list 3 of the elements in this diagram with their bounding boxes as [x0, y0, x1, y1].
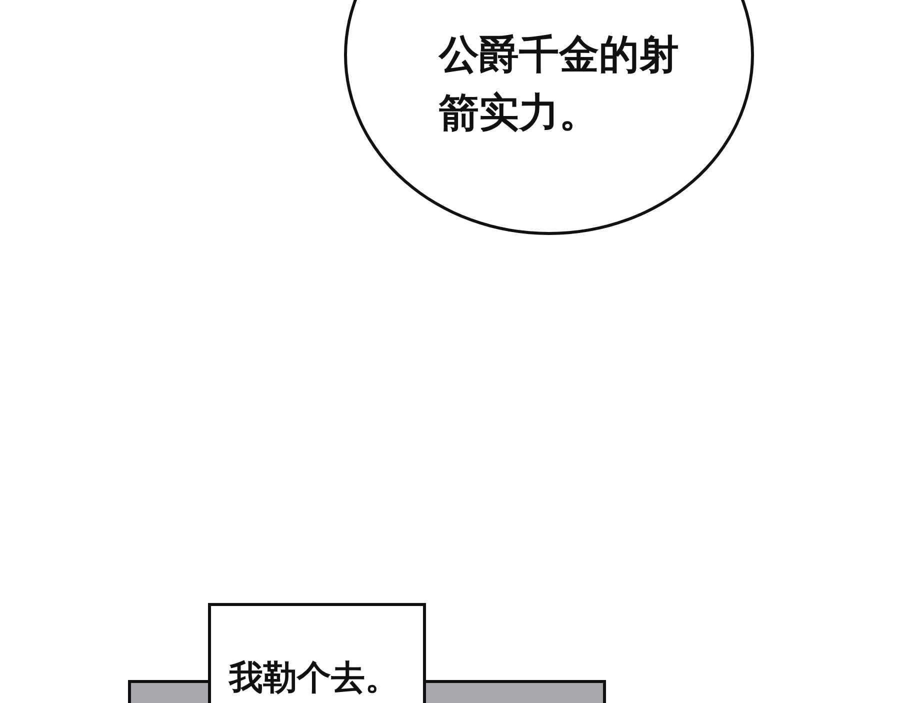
- caption-text: 我勒个去。: [229, 657, 400, 700]
- caption-box: [208, 603, 426, 703]
- bubble-text: 公爵千金的射箭实力。: [439, 31, 679, 138]
